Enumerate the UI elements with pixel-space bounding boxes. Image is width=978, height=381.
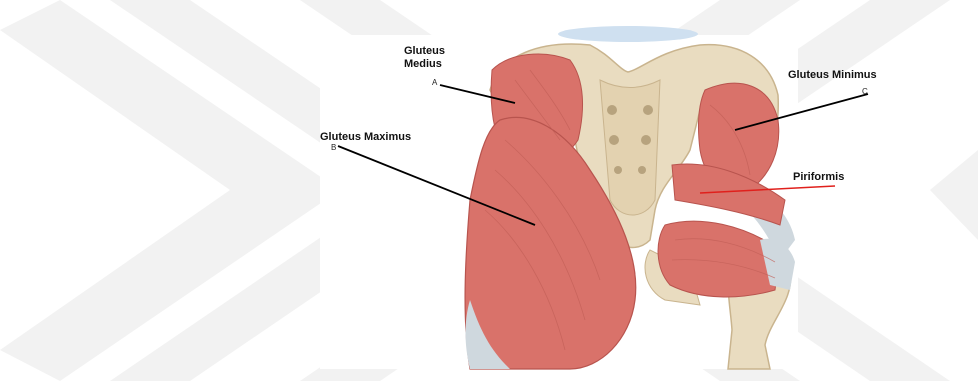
gluteus-medius-label-line2: Medius (404, 58, 445, 71)
gluteus-medius-label-line1: Gluteus (404, 45, 445, 58)
top-blue-shadow (558, 26, 698, 42)
piriformis-label: Piriformis (793, 171, 844, 184)
letter-c: C (862, 87, 868, 96)
letter-a: A (432, 78, 437, 87)
gluteus-minimus-label: Gluteus Minimus (788, 69, 877, 82)
letter-b: B (331, 143, 336, 152)
gluteus-medius-label: Gluteus Medius (404, 45, 445, 71)
